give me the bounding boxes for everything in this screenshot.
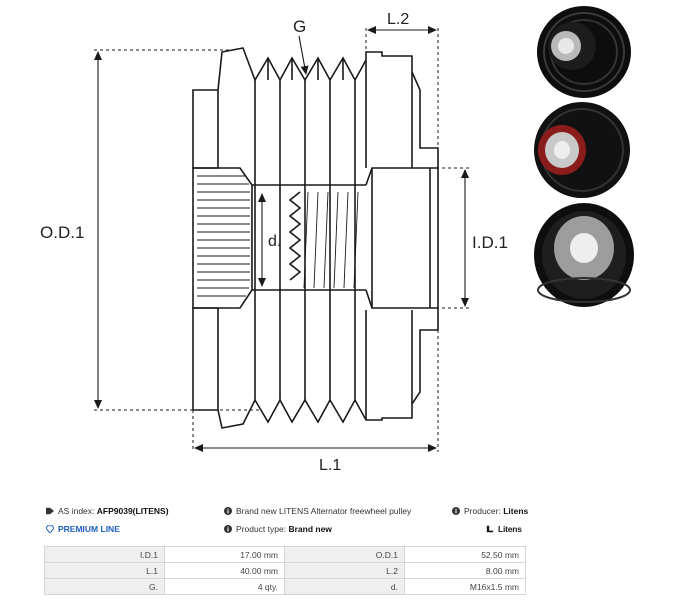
premium-line-text: PREMIUM LINE: [58, 524, 120, 534]
length2-label: L.2: [387, 11, 409, 28]
length1-label: L.1: [319, 457, 341, 474]
product-type-row: Product type: Brand new: [224, 524, 332, 534]
spec-label: L.2: [284, 562, 405, 579]
description-text: Brand new LITENS Alternator freewheel pu…: [236, 506, 412, 516]
product-type-value: Brand new: [288, 524, 332, 534]
product-info: AS index: AFP9039(LITENS) Brand new LITE…: [44, 502, 528, 542]
pulley-technical-drawing: G L.2 O.D.1 d. I.D.1 L.1: [40, 6, 634, 474]
spec-value: 52.50 mm: [404, 546, 526, 563]
spec-label: G.: [44, 578, 165, 595]
product-photo-bottom: [534, 203, 634, 307]
spec-label: O.D.1: [284, 546, 405, 563]
litens-logo-icon: [486, 525, 494, 533]
premium-line-badge: PREMIUM LINE: [46, 524, 120, 534]
brand-logo-text: Litens: [498, 524, 522, 534]
spec-value: 8.00 mm: [404, 562, 526, 579]
spline-lines: [197, 175, 250, 297]
as-index-row: AS index: AFP9039(LITENS): [46, 506, 169, 516]
groove-label: G: [293, 17, 306, 36]
table-row: G. 4 qty. d. M16x1.5 mm: [44, 578, 526, 595]
outer-diameter-label: O.D.1: [40, 223, 84, 242]
spec-label: d.: [284, 578, 405, 595]
spec-value: 4 qty.: [164, 578, 285, 595]
info-icon: [452, 507, 460, 515]
spec-label: I.D.1: [44, 546, 165, 563]
as-index-value: AFP9039(LITENS): [96, 506, 169, 516]
table-row: L.1 40.00 mm L.2 8.00 mm: [44, 562, 526, 579]
dimension-arrows: [94, 26, 469, 452]
producer-row: Producer: Litens: [452, 506, 528, 516]
inner-thread-label: d.: [268, 233, 281, 250]
producer-value: Litens: [503, 506, 529, 516]
tag-icon: [46, 507, 54, 515]
pulley-outline: [192, 47, 439, 429]
extension-lines: [94, 28, 470, 452]
info-icon: [224, 525, 232, 533]
spec-value: 40.00 mm: [164, 562, 285, 579]
producer-label: Producer:: [464, 506, 501, 516]
spec-label: L.1: [44, 562, 165, 579]
product-type-label: Product type:: [236, 524, 287, 534]
table-row: I.D.1 17.00 mm O.D.1 52.50 mm: [44, 546, 526, 563]
product-photo-top: [537, 6, 631, 98]
inner-diameter-label: I.D.1: [472, 233, 508, 252]
description-row: Brand new LITENS Alternator freewheel pu…: [224, 506, 411, 516]
brand-logo: Litens: [486, 524, 522, 534]
product-photo-middle: [534, 102, 630, 198]
thread-lines: [303, 191, 359, 289]
diamond-icon: [46, 525, 54, 533]
specs-table: I.D.1 17.00 mm O.D.1 52.50 mm L.1 40.00 …: [44, 546, 526, 595]
info-icon: [224, 507, 232, 515]
as-index-label: AS index:: [58, 506, 95, 516]
spec-value: 17.00 mm: [164, 546, 285, 563]
spec-value: M16x1.5 mm: [404, 578, 526, 595]
